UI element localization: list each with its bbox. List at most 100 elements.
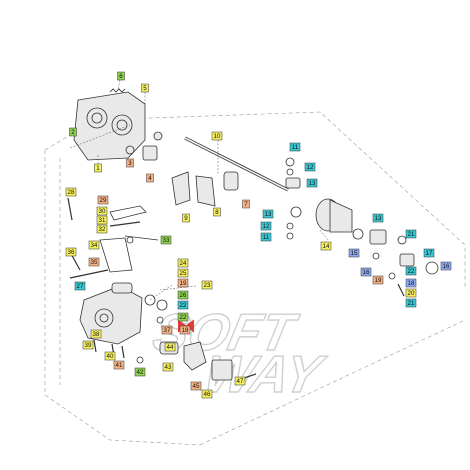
bracket-left <box>171 171 191 206</box>
callout-box-32 <box>96 224 108 234</box>
callout-25: 25 <box>177 268 189 278</box>
washer-top <box>285 157 295 167</box>
callout-40: 40 <box>104 351 116 361</box>
callout-label-3: 3 <box>128 160 132 167</box>
callout-box-14 <box>320 241 332 251</box>
callout-label-19: 19 <box>375 277 382 284</box>
callout-22: 22 <box>177 300 189 310</box>
lower-gearbox-group <box>79 282 257 381</box>
upper-housing-group <box>73 88 163 161</box>
spring-pin <box>109 88 126 93</box>
callout-label-13: 13 <box>309 180 316 187</box>
cup-13b <box>290 206 302 218</box>
callout-box-18 <box>179 325 191 335</box>
linkage-group <box>67 197 159 279</box>
callout-label-10: 10 <box>214 133 221 140</box>
callout-39: 39 <box>82 340 94 350</box>
callout-13: 13 <box>372 213 384 223</box>
callout-label-19: 19 <box>180 280 187 287</box>
bell-housing-45 <box>183 341 207 371</box>
callout-16: 16 <box>360 267 372 277</box>
callout-label-6: 6 <box>119 73 123 80</box>
callout-label-27: 27 <box>77 283 84 290</box>
callout-label-41: 41 <box>116 362 123 369</box>
callout-box-4 <box>146 173 154 183</box>
callout-6: 6 <box>117 71 125 81</box>
callout-box-34 <box>88 240 100 250</box>
callout-36: 36 <box>65 247 77 257</box>
callout-label-22: 22 <box>180 314 187 321</box>
callout-box-18 <box>405 278 417 288</box>
callout-box-33 <box>160 235 172 245</box>
bevel-gear-hub <box>329 199 353 233</box>
callout-label-22: 22 <box>180 302 187 309</box>
callout-label-22: 22 <box>408 268 415 275</box>
callout-label-23: 23 <box>204 282 211 289</box>
callout-label-44: 44 <box>167 344 174 351</box>
callout-box-2 <box>69 127 77 137</box>
washer-42 <box>136 356 144 364</box>
lower-gearbox-housing <box>79 285 143 345</box>
callout-22: 22 <box>177 312 189 322</box>
callout-box-13 <box>306 178 318 188</box>
callout-26: 26 <box>177 290 189 300</box>
sleeve-top <box>285 177 301 189</box>
callout-label-12: 12 <box>263 223 270 230</box>
callout-box-41 <box>113 360 125 370</box>
callout-label-40: 40 <box>107 353 114 360</box>
housing-bore-right <box>111 114 133 136</box>
callout-7: 7 <box>242 199 250 209</box>
callout-41: 41 <box>113 360 125 370</box>
callout-label-38: 38 <box>93 331 100 338</box>
callout-47: 47 <box>234 376 246 386</box>
callout-box-40 <box>104 351 116 361</box>
callout-label-7: 7 <box>244 201 248 208</box>
callout-28: 28 <box>65 187 77 197</box>
callout-label-31: 31 <box>99 217 106 224</box>
callout-box-21 <box>405 229 417 239</box>
callout-label-13: 13 <box>375 215 382 222</box>
callout-box-25 <box>177 268 189 278</box>
callout-box-9 <box>182 213 190 223</box>
callout-label-42: 42 <box>137 369 144 376</box>
callout-24: 24 <box>177 258 189 268</box>
callout-37: 37 <box>161 325 173 335</box>
callout-46: 46 <box>201 389 213 399</box>
main-shaft-highlight <box>184 137 289 191</box>
callout-box-31 <box>96 215 108 225</box>
callout-label-30: 30 <box>99 208 106 215</box>
callout-17: 17 <box>423 248 435 258</box>
leader-2 <box>69 124 131 149</box>
callout-layer: 6521341011121328293031329871312111433343… <box>65 71 452 399</box>
callout-label-14: 14 <box>323 243 330 250</box>
washer-18a <box>388 272 396 280</box>
upper-gear-housing <box>73 91 146 161</box>
callout-box-5 <box>141 83 149 93</box>
callout-label-47: 47 <box>237 378 244 385</box>
callout-box-8 <box>213 207 221 217</box>
callout-label-25: 25 <box>180 270 187 277</box>
callout-13: 13 <box>306 178 318 188</box>
callout-label-28: 28 <box>68 189 75 196</box>
right-hub-group <box>352 228 439 297</box>
bolt-41 <box>121 345 125 359</box>
callout-label-11: 11 <box>292 144 299 151</box>
callout-box-46 <box>201 389 213 399</box>
callout-label-32: 32 <box>99 226 106 233</box>
callout-21: 21 <box>405 229 417 239</box>
bracket-group <box>171 171 216 207</box>
callout-box-13 <box>372 213 384 223</box>
lever-30 <box>109 205 147 221</box>
housing-bore-left-inner <box>91 112 103 124</box>
callout-label-36: 36 <box>68 249 75 256</box>
plate-46 <box>211 359 233 381</box>
lower-bore-inner <box>99 313 109 323</box>
callout-box-22 <box>405 266 417 276</box>
callout-label-43: 43 <box>165 364 172 371</box>
callout-43: 43 <box>162 362 174 372</box>
callout-box-45 <box>190 381 202 391</box>
callout-box-6 <box>117 71 125 81</box>
callout-8: 8 <box>213 207 221 217</box>
bolt-38 <box>93 339 97 353</box>
